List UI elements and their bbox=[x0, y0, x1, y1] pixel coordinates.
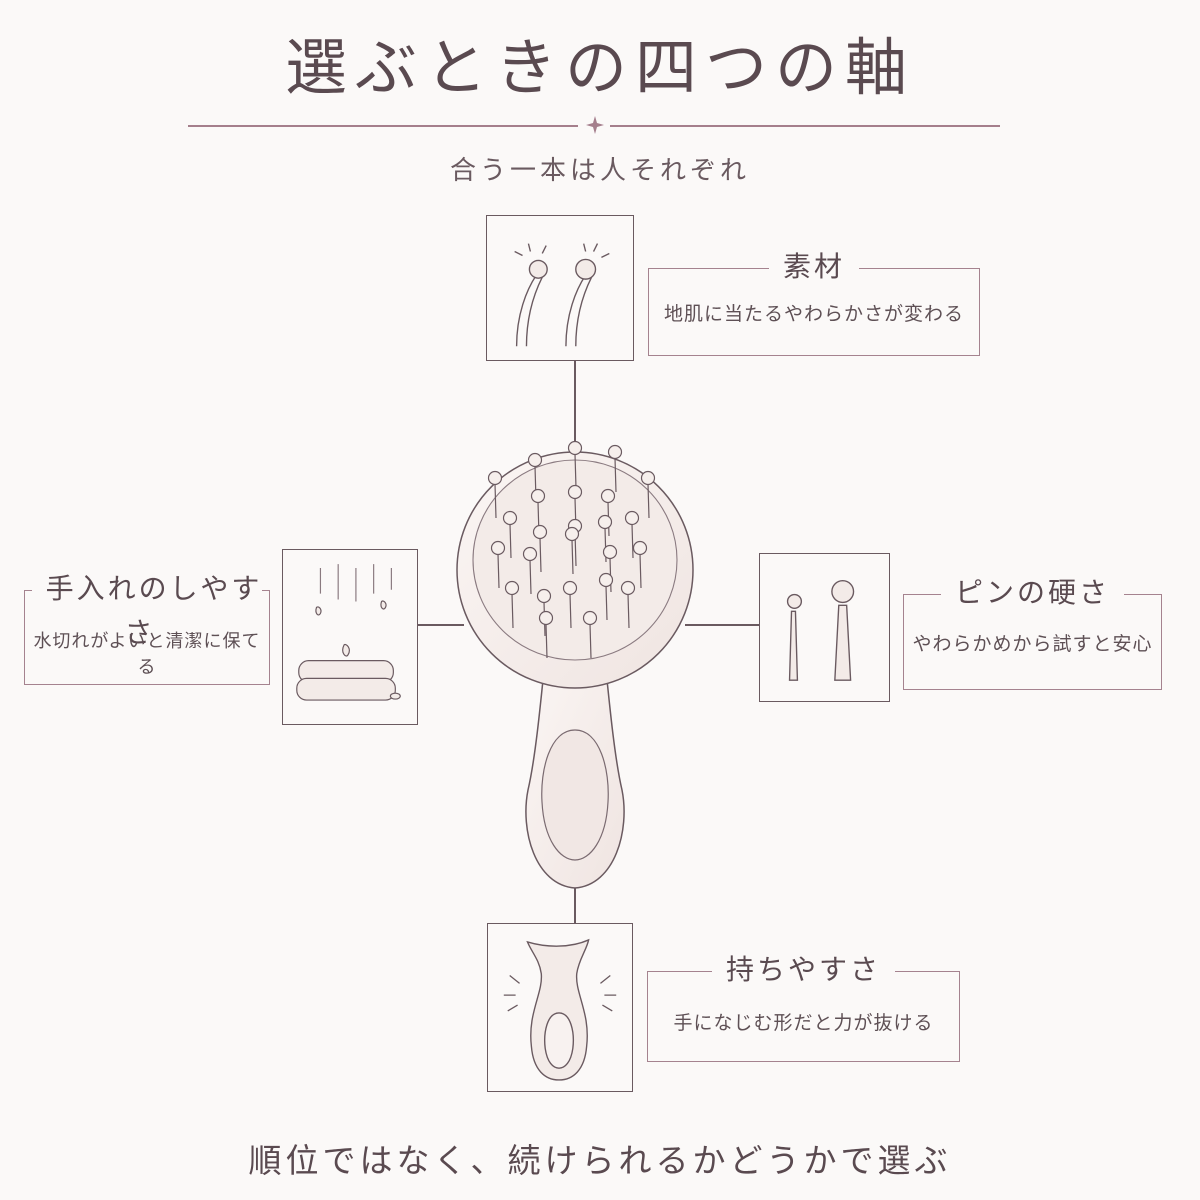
page-subtitle: 合う一本は人それぞれ bbox=[449, 156, 750, 186]
brush-pin bbox=[536, 588, 552, 604]
care-label-box: 手入れのしやすさ 水切れがよいと清潔に保てる bbox=[24, 572, 270, 685]
brush-pin bbox=[502, 510, 518, 526]
footer-text: 順位ではなく、続けられるかどうかで選ぶ bbox=[248, 1141, 952, 1180]
grip-label-box: 持ちやすさ 手になじむ形だと力が抜ける bbox=[647, 953, 960, 1062]
grip-description: 手になじむ形だと力が抜ける bbox=[673, 1012, 934, 1034]
bristle-material-icon bbox=[514, 243, 610, 347]
pin-stiffness-label-box: ピンの硬さ やわらかめから試すと安心 bbox=[903, 576, 1162, 690]
connector-bottom bbox=[574, 888, 576, 924]
page-title: 選ぶときの四つの軸 bbox=[284, 31, 915, 104]
brush-pin bbox=[582, 610, 598, 626]
diamond-icon bbox=[586, 116, 604, 134]
connector-right bbox=[685, 624, 759, 626]
brush-pin bbox=[567, 440, 583, 456]
pin-stiffness-icon-box bbox=[759, 553, 890, 702]
connector-top bbox=[574, 360, 576, 458]
brush-pin bbox=[522, 546, 538, 562]
brush-pin bbox=[597, 514, 613, 530]
brush-pin bbox=[504, 580, 520, 596]
brush-pin bbox=[602, 544, 618, 560]
title-rule-right bbox=[610, 125, 1000, 127]
brush-pin bbox=[598, 572, 614, 588]
brush-pin bbox=[530, 488, 546, 504]
connector-left bbox=[416, 624, 464, 626]
brush-pin bbox=[564, 526, 580, 542]
care-description: 水切れがよいと清潔に保てる bbox=[33, 631, 261, 678]
care-icon-box bbox=[282, 549, 418, 725]
material-label-box: 素材 地肌に当たるやわらかさが変わる bbox=[648, 250, 980, 356]
handle-grip-icon bbox=[503, 938, 617, 1081]
grip-title: 持ちやすさ bbox=[711, 953, 895, 986]
title-rule-left bbox=[188, 125, 578, 127]
grip-icon-box bbox=[487, 923, 633, 1092]
pin-stiffness-description: やわらかめから試すと安心 bbox=[912, 633, 1153, 655]
brush-pin bbox=[527, 452, 543, 468]
brush-pin bbox=[538, 610, 554, 626]
brush-pin bbox=[487, 470, 503, 486]
material-icon-box bbox=[486, 215, 634, 361]
brush-pin bbox=[567, 484, 583, 500]
material-description: 地肌に当たるやわらかさが変わる bbox=[663, 303, 964, 325]
pin-stiffness-title: ピンの硬さ bbox=[940, 576, 1124, 609]
brush-pin bbox=[532, 524, 548, 540]
pin-stiffness-icon bbox=[786, 580, 855, 681]
towel-water-icon bbox=[296, 564, 401, 701]
brush-pin bbox=[600, 488, 616, 504]
brush-pin bbox=[607, 444, 623, 460]
brush-pin bbox=[640, 470, 656, 486]
brush-pin bbox=[490, 540, 506, 556]
brush-pin bbox=[562, 580, 578, 596]
brush-pin bbox=[624, 510, 640, 526]
material-title: 素材 bbox=[768, 250, 859, 283]
hairbrush-illustration bbox=[456, 440, 694, 889]
brush-pin bbox=[632, 540, 648, 556]
brush-pin bbox=[620, 580, 636, 596]
